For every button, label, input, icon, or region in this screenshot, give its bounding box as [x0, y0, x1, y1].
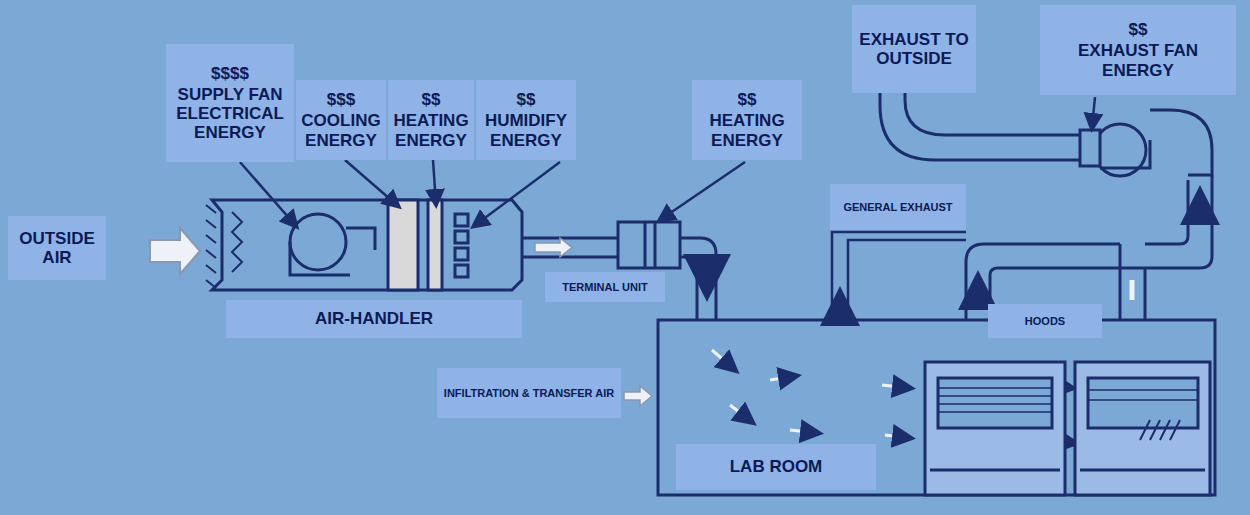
callout-box: $$$ COOLING ENERGY [296, 80, 386, 160]
cost-rating: $$ [392, 90, 470, 109]
label-box: TERMINAL UNIT [545, 272, 665, 302]
label-box: OUTSIDE AIR [8, 216, 106, 280]
label-text: GENERAL EXHAUST [834, 201, 962, 213]
cost-rating: $$ [480, 90, 572, 109]
callout-box: $$ HUMIDIFY ENERGY [476, 80, 576, 160]
cost-rating: $$ [696, 90, 798, 109]
cost-rating: $$$$ [170, 64, 290, 83]
label-text: HEATING ENERGY [392, 111, 470, 149]
label-text: EXHAUST FAN ENERGY [1044, 41, 1232, 79]
label-text: TERMINAL UNIT [549, 281, 661, 293]
label-text: AIR-HANDLER [230, 309, 518, 328]
callout-box: $$$$ SUPPLY FAN ELECTRICAL ENERGY [166, 44, 294, 162]
label-text: SUPPLY FAN ELECTRICAL ENERGY [170, 85, 290, 142]
callout-box: $$ HEATING ENERGY [388, 80, 474, 160]
label-box: LAB ROOM [676, 444, 876, 490]
label-box: AIR-HANDLER [226, 300, 522, 338]
cost-rating: $$ [1044, 20, 1232, 39]
label-text: INFILTRATION & TRANSFER AIR [441, 387, 617, 399]
label-text: HEATING ENERGY [696, 111, 798, 149]
label-text: HOODS [992, 315, 1098, 327]
label-box: HOODS [988, 304, 1102, 338]
label-text: HUMIDIFY ENERGY [480, 111, 572, 149]
callout-box: $$ HEATING ENERGY [692, 80, 802, 160]
cost-rating: $$$ [300, 90, 382, 109]
label-text: COOLING ENERGY [300, 111, 382, 149]
label-text: OUTSIDE AIR [12, 229, 102, 267]
callout-box: $$ EXHAUST FAN ENERGY [1040, 5, 1236, 95]
label-box: INFILTRATION & TRANSFER AIR [437, 368, 621, 418]
label-box: EXHAUST TO OUTSIDE [852, 5, 976, 93]
label-box: GENERAL EXHAUST [830, 184, 966, 230]
label-text: EXHAUST TO OUTSIDE [856, 30, 972, 68]
label-text: LAB ROOM [680, 457, 872, 476]
